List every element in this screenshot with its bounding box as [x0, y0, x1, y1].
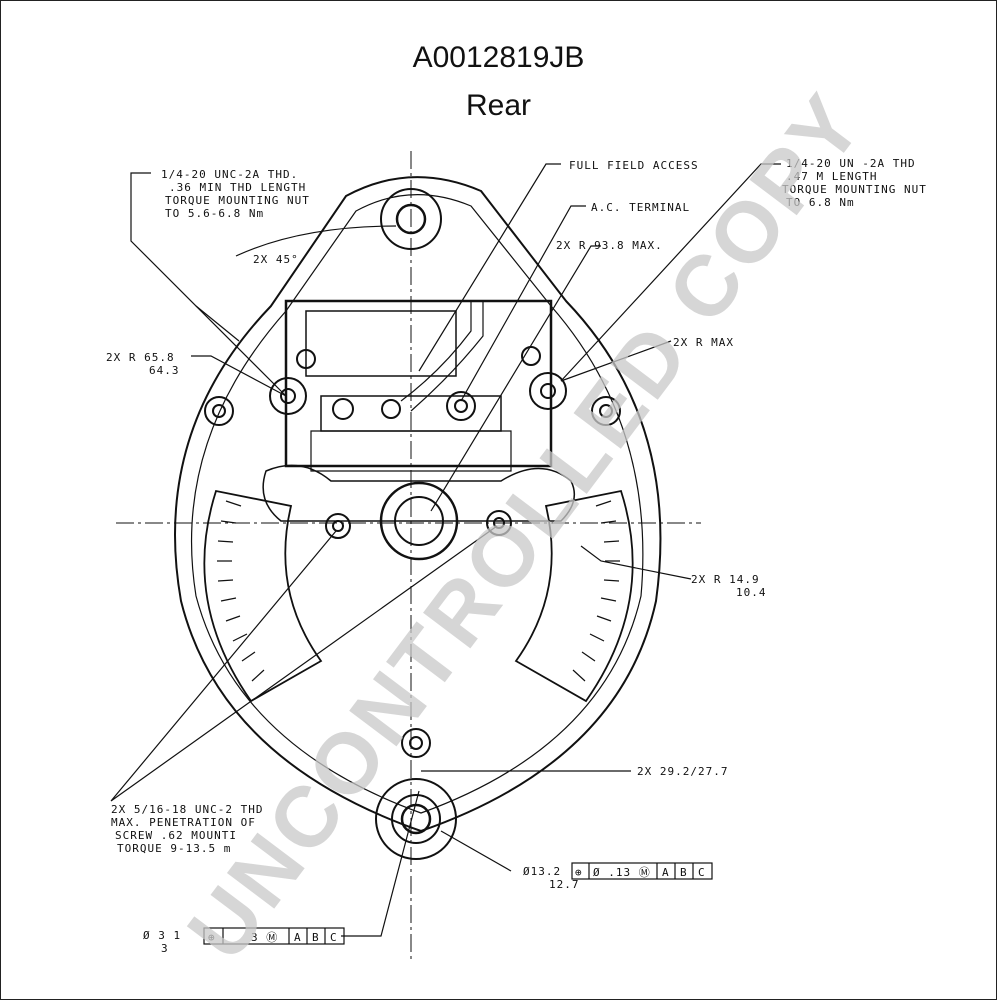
- bore-line-1: Ø13.2: [523, 865, 561, 878]
- leader-lines: [110, 163, 781, 937]
- radius-left-line-2: 64.3: [149, 364, 180, 377]
- radius-small-line-2: 10.4: [736, 586, 767, 599]
- bottom-fcf-tolerance: 3 Ⓜ: [251, 931, 278, 944]
- bottom-fcf-datum-b: B: [312, 931, 320, 944]
- part-number-title: A0012819JB: [412, 41, 585, 74]
- bore-fcf-datum-c: C: [698, 866, 706, 879]
- bore-fcf-tolerance: Ø .13 Ⓜ: [593, 866, 651, 879]
- radius-max-label: 2X R 93.8 MAX.: [556, 239, 663, 252]
- left-thread-line-1: 1/4-20 UNC-2A THD.: [161, 168, 298, 181]
- bore-fcf-symbol: ⊕: [575, 866, 583, 879]
- bottom-fcf-datum-a: A: [294, 931, 302, 944]
- bore-fcf-datum-a: A: [662, 866, 670, 879]
- bottom-dim-line-1: Ø 3 1: [143, 929, 181, 942]
- bore-feature-control-frame: ⊕ Ø .13 Ⓜ A B C: [571, 862, 713, 880]
- right-thread-line-4: TO 6.8 Nm: [786, 196, 855, 209]
- screw-line-4: TORQUE 9-13.5 m: [117, 842, 231, 855]
- uncontrolled-copy-watermark: UNCONTROLLED COPY: [170, 76, 883, 978]
- bottom-fcf-symbol: ⊕: [208, 931, 216, 944]
- left-thread-line-2: .36 MIN THD LENGTH: [169, 181, 306, 194]
- right-thread-line-1: 1/4-20 UN -2A THD: [786, 157, 916, 170]
- centerlines: [116, 151, 701, 961]
- bore-line-2: 12.7: [549, 878, 580, 891]
- screw-line-3: SCREW .62 MOUNTI: [115, 829, 237, 842]
- bottom-fcf-datum-c: C: [330, 931, 338, 944]
- bottom-feature-control-frame: ⊕ 3 Ⓜ A B C: [203, 927, 345, 945]
- bottom-dim-line-2: 3: [161, 942, 169, 955]
- radius-right-label: 2X R MAX: [673, 336, 734, 349]
- dimension-labels: 1/4-20 UNC-2A THD. .36 MIN THD LENGTH TO…: [106, 157, 927, 955]
- view-subtitle: Rear: [465, 89, 532, 122]
- bore-fcf-datum-b: B: [680, 866, 688, 879]
- ac-terminal-label: A.C. TERMINAL: [591, 201, 690, 214]
- left-thread-line-3: TORQUE MOUNTING NUT: [165, 194, 310, 207]
- left-thread-line-4: TO 5.6-6.8 Nm: [165, 207, 264, 220]
- right-thread-line-3: TORQUE MOUNTING NUT: [782, 183, 927, 196]
- screw-line-2: MAX. PENETRATION OF: [111, 816, 256, 829]
- slot-label: 2X 29.2/27.7: [637, 765, 728, 778]
- radius-small-line-1: 2X R 14.9: [691, 573, 760, 586]
- screw-line-1: 2X 5/16-18 UNC-2 THD: [111, 803, 263, 816]
- right-thread-line-2: .47 M LENGTH: [786, 170, 877, 183]
- vent-slots: [217, 500, 620, 682]
- radius-left-line-1: 2X R 65.8: [106, 351, 175, 364]
- full-field-access-label: FULL FIELD ACCESS: [569, 159, 699, 172]
- housing-outline: [174, 176, 662, 860]
- angle-label: 2X 45°: [253, 253, 299, 266]
